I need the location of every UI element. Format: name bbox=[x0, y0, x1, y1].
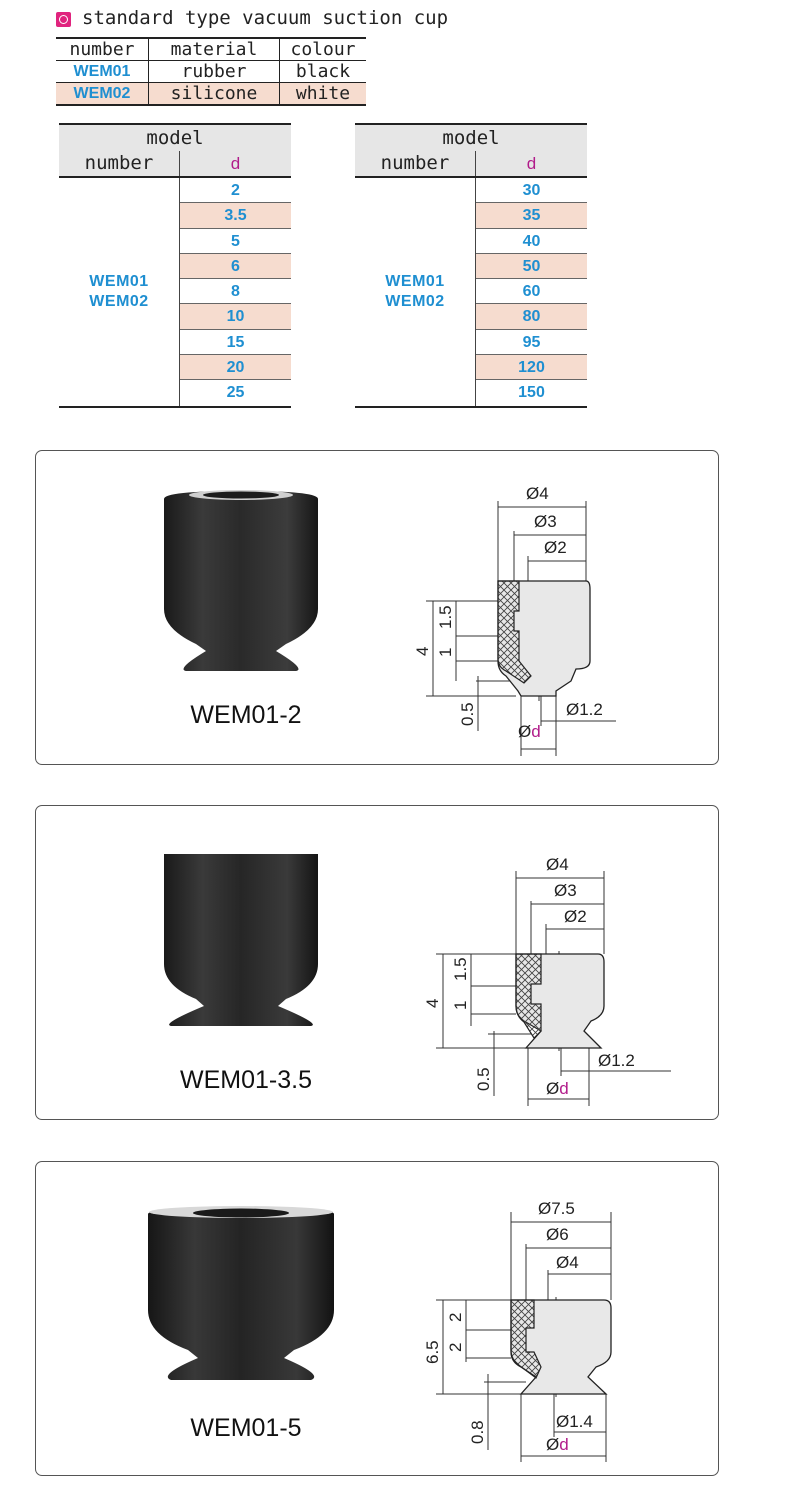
dim-label: Ø1.2 bbox=[566, 700, 603, 719]
dim-label: Ø7.5 bbox=[538, 1199, 575, 1218]
dim-label: 1.5 bbox=[436, 605, 455, 629]
d-value: 25 bbox=[226, 384, 245, 402]
d-value: 30 bbox=[476, 178, 587, 204]
dimension-drawing: Ø4 Ø3 Ø2 Ø1.2 Ød 4 1.5 1 0.5 bbox=[423, 855, 671, 1106]
model-number: WEM02 bbox=[89, 293, 149, 310]
d-value: 15 bbox=[180, 330, 291, 356]
model-subheader: number d bbox=[59, 151, 291, 178]
number-column-header: number bbox=[355, 151, 476, 176]
d-value: 8 bbox=[180, 279, 291, 305]
dimension-drawing: Ø7.5 Ø6 Ø4 Ø1.4 Ød 6.5 2 2 0.8 bbox=[423, 1199, 612, 1462]
d-value: 40 bbox=[476, 229, 587, 254]
d-column-header: d bbox=[526, 154, 537, 173]
table-row: WEM02 silicone white bbox=[56, 82, 366, 106]
model-numbers: WEM01 WEM02 bbox=[355, 178, 476, 406]
dim-label: Ø4 bbox=[546, 855, 569, 874]
row-colour: black bbox=[279, 60, 366, 83]
dim-variable: d bbox=[531, 722, 540, 741]
d-value: 10 bbox=[180, 304, 291, 330]
model-number: WEM02 bbox=[385, 293, 445, 310]
dim-label: Ø6 bbox=[546, 1225, 569, 1244]
dim-label: Ø1.4 bbox=[556, 1412, 593, 1431]
d-value: 5 bbox=[180, 229, 291, 254]
dim-label: 0.8 bbox=[468, 1420, 487, 1444]
d-values: 2 3.5 5 6 8 10 15 20 25 bbox=[180, 178, 291, 406]
d-value: 3.5 bbox=[180, 203, 291, 229]
model-numbers: WEM01 WEM02 bbox=[59, 178, 180, 406]
d-value: 150 bbox=[518, 384, 545, 402]
dimension-drawing: Ø4 Ø3 Ø2 Ø1.2 Ød 4 1.5 1 0.5 bbox=[413, 484, 616, 756]
d-value: 35 bbox=[476, 203, 587, 229]
model-number: WEM01 bbox=[385, 273, 445, 290]
dim-label: 0.5 bbox=[458, 702, 477, 726]
suction-cup-photo bbox=[148, 1206, 334, 1380]
model-subheader: number d bbox=[355, 151, 587, 178]
d-values: 30 35 40 50 60 80 95 120 150 bbox=[476, 178, 587, 406]
dim-label: Ø4 bbox=[526, 484, 549, 503]
dim-label: Ø3 bbox=[554, 881, 577, 900]
d-value: 6 bbox=[180, 253, 291, 280]
table-row: WEM01 rubber black bbox=[56, 60, 366, 83]
dim-label: Ød bbox=[546, 1435, 569, 1454]
dim-label: Ød bbox=[518, 722, 541, 741]
product-panel: WEM01-2 Ø4 Ø3 Ø2 Ø1.2 Ød 4 bbox=[35, 450, 719, 765]
dim-label: Ø2 bbox=[544, 538, 567, 557]
dim-label: Ød bbox=[546, 1079, 569, 1098]
d-value: 20 bbox=[180, 355, 291, 381]
row-material: silicone bbox=[148, 82, 280, 106]
section-title: standard type vacuum suction cup bbox=[82, 7, 449, 29]
dim-label: 4 bbox=[413, 647, 432, 656]
dim-label: 1 bbox=[451, 1001, 470, 1010]
suction-cup-photo bbox=[164, 854, 318, 1026]
row-number: WEM02 bbox=[56, 82, 149, 106]
dim-label: 0.5 bbox=[474, 1067, 493, 1091]
dim-label: 2 bbox=[446, 1313, 465, 1322]
dim-label: 6.5 bbox=[423, 1340, 442, 1364]
dim-label: Ø3 bbox=[534, 512, 557, 531]
row-number: WEM01 bbox=[56, 60, 149, 83]
d-value: 80 bbox=[476, 304, 587, 330]
material-table-header: number material colour bbox=[56, 37, 366, 61]
dim-label: 2 bbox=[446, 1343, 465, 1352]
dim-variable: d bbox=[559, 1079, 568, 1098]
dim-variable: d bbox=[559, 1435, 568, 1454]
model-header: model bbox=[59, 123, 291, 152]
d-value: 50 bbox=[476, 253, 587, 280]
dim-label: 1.5 bbox=[451, 957, 470, 981]
model-number: WEM01 bbox=[89, 273, 149, 290]
dim-label: 1 bbox=[436, 648, 455, 657]
dim-label: Ø1.2 bbox=[598, 1051, 635, 1070]
header-number: number bbox=[56, 37, 149, 61]
dim-label: 4 bbox=[423, 999, 442, 1008]
d-value: 95 bbox=[476, 330, 587, 356]
header-material: material bbox=[148, 37, 280, 61]
product-label: WEM01-5 bbox=[190, 1414, 302, 1442]
product-panel: WEM01-5 Ø7.5 Ø6 Ø4 Ø1.4 Ød 6.5 2 2 0.8 bbox=[35, 1161, 719, 1476]
d-value: 60 bbox=[476, 279, 587, 305]
product-label: WEM01-2 bbox=[190, 701, 302, 729]
model-header: model bbox=[355, 123, 587, 152]
material-table: number material colour WEM01 rubber blac… bbox=[56, 37, 366, 106]
suction-cup-photo bbox=[164, 490, 318, 671]
product-panel: WEM01-3.5 Ø4 Ø3 Ø2 Ø1.2 Ød 4 1.5 1 0.5 bbox=[35, 805, 719, 1120]
section-marker-icon bbox=[56, 12, 71, 27]
d-column-header: d bbox=[230, 154, 241, 173]
d-value: 120 bbox=[476, 355, 587, 381]
header-colour: colour bbox=[279, 37, 366, 61]
row-material: rubber bbox=[148, 60, 280, 83]
dim-label: Ø2 bbox=[564, 907, 587, 926]
dim-label: Ø4 bbox=[556, 1253, 579, 1272]
model-body: WEM01 WEM02 30 35 40 50 60 80 95 120 150 bbox=[355, 178, 587, 408]
d-value: 2 bbox=[180, 178, 291, 204]
row-colour: white bbox=[279, 82, 366, 106]
product-label: WEM01-3.5 bbox=[180, 1066, 312, 1094]
model-body: WEM01 WEM02 2 3.5 5 6 8 10 15 20 25 bbox=[59, 178, 291, 408]
number-column-header: number bbox=[59, 151, 180, 176]
